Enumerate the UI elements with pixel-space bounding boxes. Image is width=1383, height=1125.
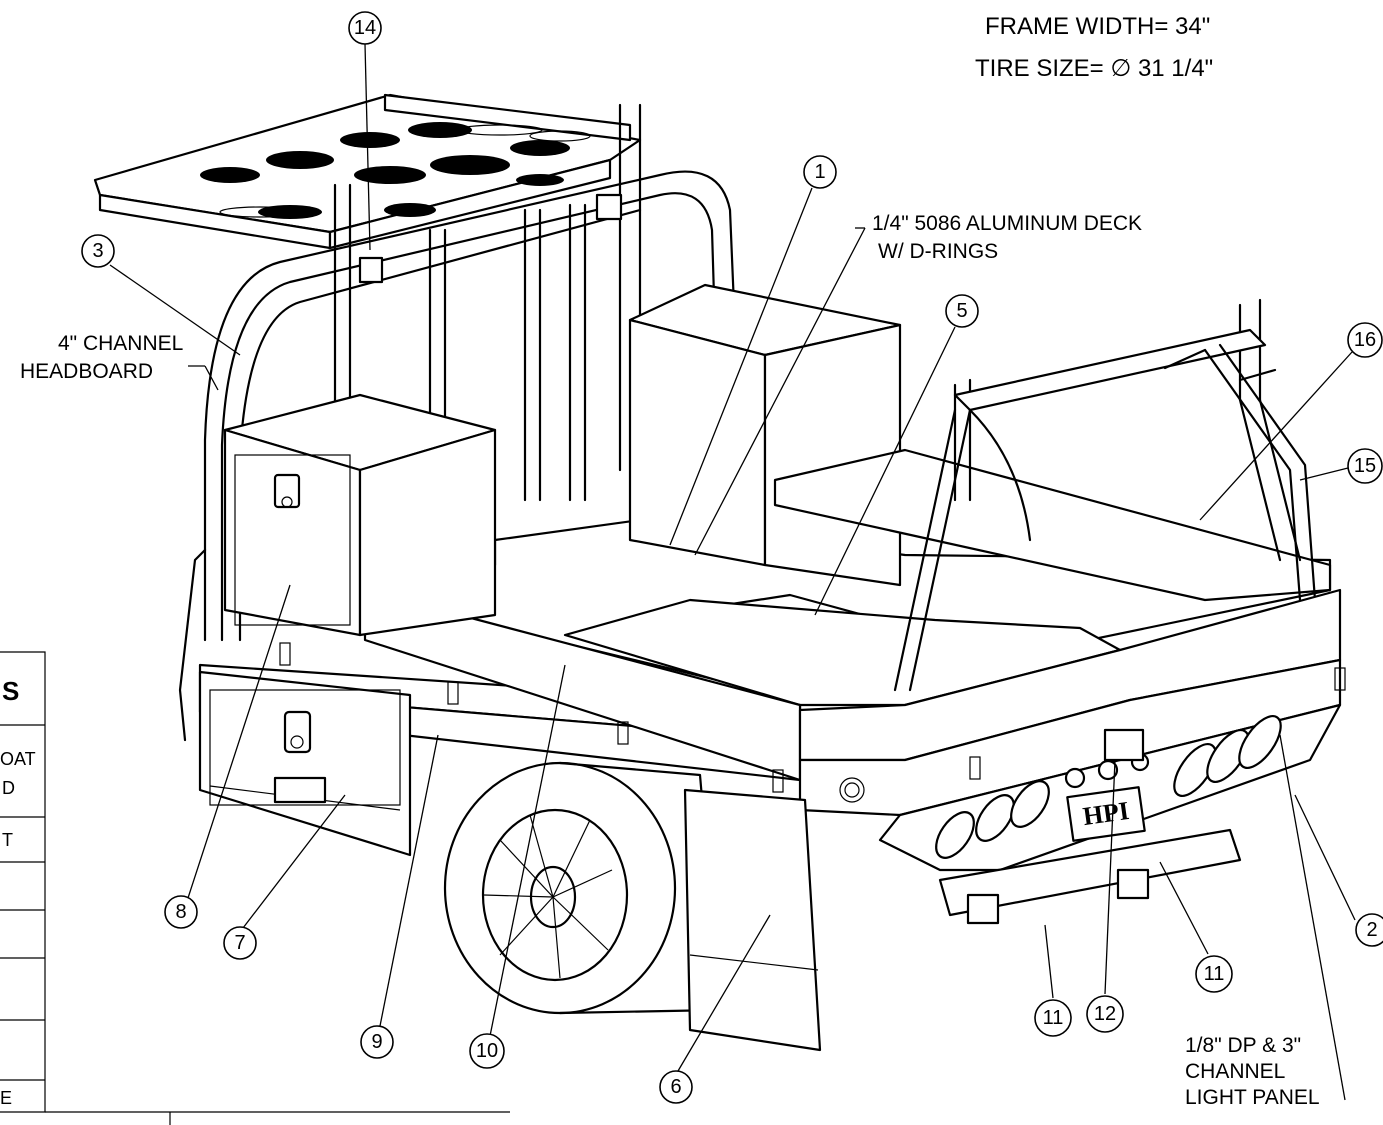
svg-text:10: 10 bbox=[476, 1040, 498, 1062]
balloon-14: 14 bbox=[348, 11, 382, 45]
svg-text:3: 3 bbox=[92, 240, 103, 262]
d-ring-marks bbox=[279, 642, 1346, 793]
balloon-11-right: 11 bbox=[1195, 955, 1233, 993]
balloon-11-left: 11 bbox=[1034, 999, 1072, 1037]
table-row2: T bbox=[2, 830, 13, 850]
svg-text:11: 11 bbox=[1043, 1007, 1064, 1029]
table-header-fragment: S bbox=[2, 676, 19, 706]
balloon-8: 8 bbox=[164, 895, 198, 929]
headache-rack-tray bbox=[93, 93, 642, 250]
leader-lines bbox=[109, 43, 1356, 1101]
headboard-note-line1: 4" CHANNEL bbox=[58, 332, 183, 355]
balloon-2: 2 bbox=[1355, 913, 1383, 947]
frame-width-text: FRAME WIDTH= 34" bbox=[985, 13, 1210, 40]
table-row1-line2: D bbox=[2, 778, 15, 798]
svg-text:2: 2 bbox=[1366, 919, 1377, 941]
brand-plate bbox=[1066, 786, 1146, 842]
stop-tail-lights bbox=[935, 715, 1282, 859]
svg-text:15: 15 bbox=[1354, 455, 1376, 477]
balloon-16: 16 bbox=[1347, 322, 1383, 358]
deck-note-line2: W/ D-RINGS bbox=[878, 240, 998, 263]
wheel-assembly bbox=[443, 761, 822, 1052]
svg-text:7: 7 bbox=[234, 932, 245, 954]
balloon-5: 5 bbox=[945, 294, 979, 328]
balloon-12: 12 bbox=[1086, 995, 1124, 1033]
balloon-7: 7 bbox=[223, 926, 257, 960]
light-panel-note-line3: LIGHT PANEL bbox=[1185, 1086, 1320, 1109]
ladder-rack bbox=[773, 298, 1332, 692]
balloon-9: 9 bbox=[360, 1025, 394, 1059]
parts-table-fragment: S OAT D T E bbox=[0, 651, 510, 1125]
light-panel-note-line2: CHANNEL bbox=[1185, 1060, 1285, 1083]
underbody-toolbox bbox=[198, 670, 412, 857]
balloon-6: 6 bbox=[659, 1070, 693, 1104]
svg-text:16: 16 bbox=[1354, 329, 1376, 351]
svg-text:12: 12 bbox=[1094, 1003, 1116, 1025]
svg-text:8: 8 bbox=[175, 901, 186, 923]
balloon-3: 3 bbox=[81, 234, 115, 268]
svg-text:9: 9 bbox=[371, 1031, 382, 1053]
table-last-row: E bbox=[0, 1088, 12, 1108]
deck-note-line1: 1/4" 5086 ALUMINUM DECK bbox=[872, 212, 1142, 235]
topside-toolbox-left bbox=[223, 393, 497, 637]
balloon-15: 15 bbox=[1347, 448, 1383, 484]
rear-light-panel: HPI bbox=[798, 588, 1342, 925]
headboard bbox=[203, 103, 737, 642]
balloon-1: 1 bbox=[803, 155, 837, 189]
mud-flap bbox=[683, 788, 822, 1052]
svg-text:5: 5 bbox=[956, 300, 967, 322]
svg-text:6: 6 bbox=[670, 1076, 681, 1098]
headboard-note-line2: HEADBOARD bbox=[20, 360, 153, 383]
svg-text:1: 1 bbox=[814, 161, 825, 183]
topside-toolbox-center bbox=[628, 283, 902, 587]
light-panel-note-line1: 1/8" DP & 3" bbox=[1185, 1034, 1301, 1057]
table-row1-line1: OAT bbox=[0, 749, 36, 769]
brand-plate-text: HPI bbox=[1081, 796, 1131, 831]
balloon-10: 10 bbox=[469, 1033, 505, 1069]
svg-text:11: 11 bbox=[1204, 963, 1225, 985]
tire-size-text: TIRE SIZE= ∅ 31 1/4" bbox=[975, 55, 1213, 82]
svg-text:14: 14 bbox=[354, 17, 376, 39]
